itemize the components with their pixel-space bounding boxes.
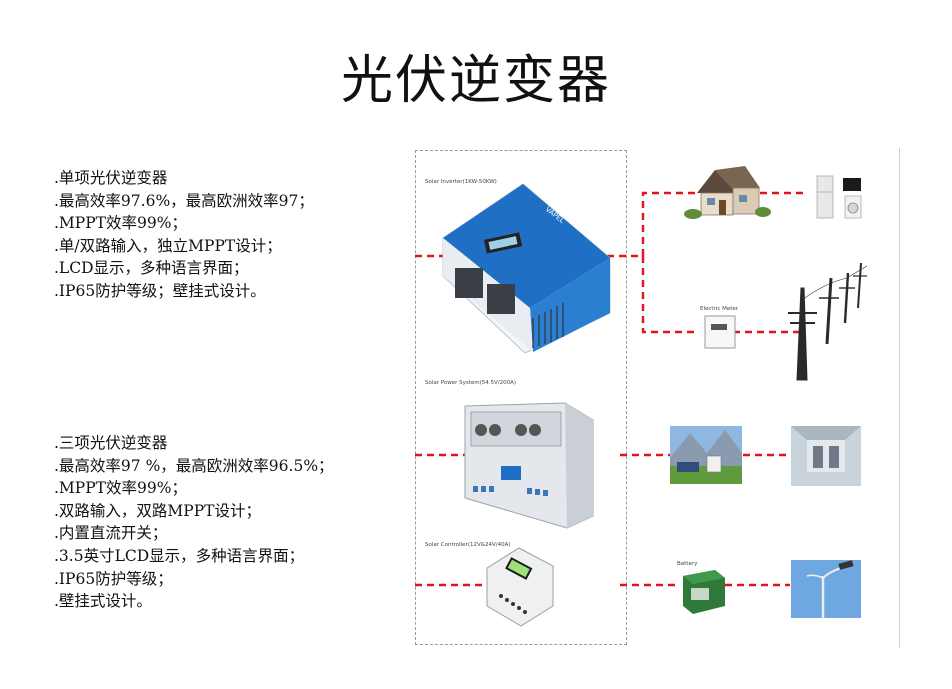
meter-label: Electric Meter: [700, 306, 739, 312]
page-title: 光伏逆变器: [340, 51, 611, 111]
list-item: .三项光伏逆变器: [54, 434, 168, 452]
list-item: .3.5英寸LCD显示，多种语言界面；: [54, 546, 305, 565]
list-item: .MPPT效率99%；: [54, 214, 187, 233]
list-item: .内置直流开关；: [54, 524, 168, 543]
electric-meter-image: [704, 315, 736, 349]
list-item: .单项光伏逆变器: [54, 169, 168, 187]
list-item: .LCD显示，多种语言界面；: [54, 259, 249, 278]
solar-landscape-image: [670, 426, 742, 484]
list-item: .最高效率97.6%，最高欧洲效率97；: [54, 191, 314, 210]
inverter-image: VAPEL: [442, 183, 611, 354]
system-diagram: Solar Inverter(1KW-50KW) Electric Meter …: [415, 148, 901, 648]
equipment-dashed-frame: [415, 150, 627, 645]
list-item: .MPPT效率99%；: [54, 479, 187, 498]
solar-controller-image: [486, 547, 554, 627]
equipment-room-image: [791, 426, 861, 486]
diagram-graphics: VAPEL: [415, 166, 868, 627]
list-item: .IP65防护等级；壁挂式设计。: [54, 281, 266, 300]
power-system-image: [464, 402, 594, 529]
inverter-label: Solar Inverter(1KW-50KW): [425, 179, 497, 185]
house-image: [684, 166, 771, 219]
utility-poles-image: [788, 262, 868, 381]
street-lamp-image: [791, 560, 861, 618]
battery-label: Battery: [677, 561, 698, 567]
three-phase-spec-list: .三项光伏逆变器 .最高效率97 %，最高欧洲效率96.5%； .MPPT效率9…: [54, 432, 334, 613]
list-item: .单/双路输入，独立MPPT设计；: [54, 236, 282, 255]
list-item: .双路输入，双路MPPT设计；: [54, 501, 261, 520]
power-system-label: Solar Power System(54.5V/200A): [425, 380, 517, 386]
appliances-image: [816, 175, 862, 219]
list-item: .最高效率97 %，最高欧洲效率96.5%；: [54, 456, 334, 475]
controller-label: Solar Controller(12V&24V/40A): [425, 542, 511, 548]
list-item: .IP65防护等级；: [54, 569, 173, 588]
right-divider: [899, 148, 900, 648]
list-item: .壁挂式设计。: [54, 592, 152, 611]
single-phase-spec-list: .单项光伏逆变器 .最高效率97.6%，最高欧洲效率97； .MPPT效率99%…: [54, 167, 314, 303]
battery-image: [683, 570, 725, 614]
